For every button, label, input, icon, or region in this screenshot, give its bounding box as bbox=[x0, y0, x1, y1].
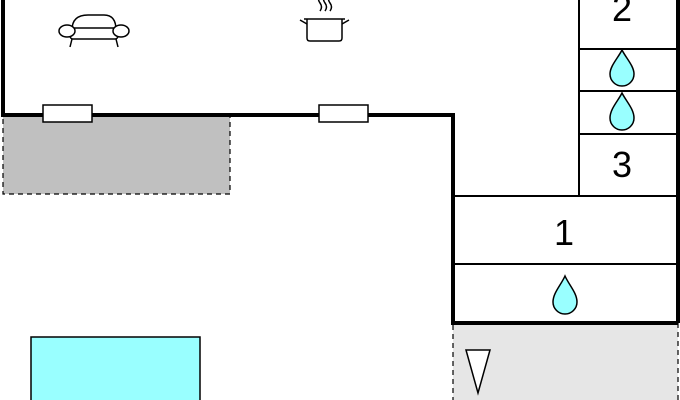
porch-area bbox=[452, 322, 679, 400]
swimming-pool bbox=[30, 336, 201, 400]
room-number-1: 1 bbox=[554, 212, 574, 253]
cooking-pot-icon bbox=[299, 0, 350, 42]
window-left bbox=[42, 104, 93, 123]
water-drop-icon bbox=[609, 48, 635, 87]
main-living-wall bbox=[1, 0, 678, 325]
water-drop-icon bbox=[552, 274, 578, 315]
terrace-area bbox=[2, 114, 231, 195]
room-number-2: 2 bbox=[612, 0, 632, 29]
water-drop-icon bbox=[609, 91, 635, 131]
triangle-entrance-icon bbox=[465, 349, 491, 396]
room-number-3: 3 bbox=[612, 144, 632, 185]
window-right bbox=[318, 104, 369, 123]
sofa-icon bbox=[58, 14, 130, 48]
